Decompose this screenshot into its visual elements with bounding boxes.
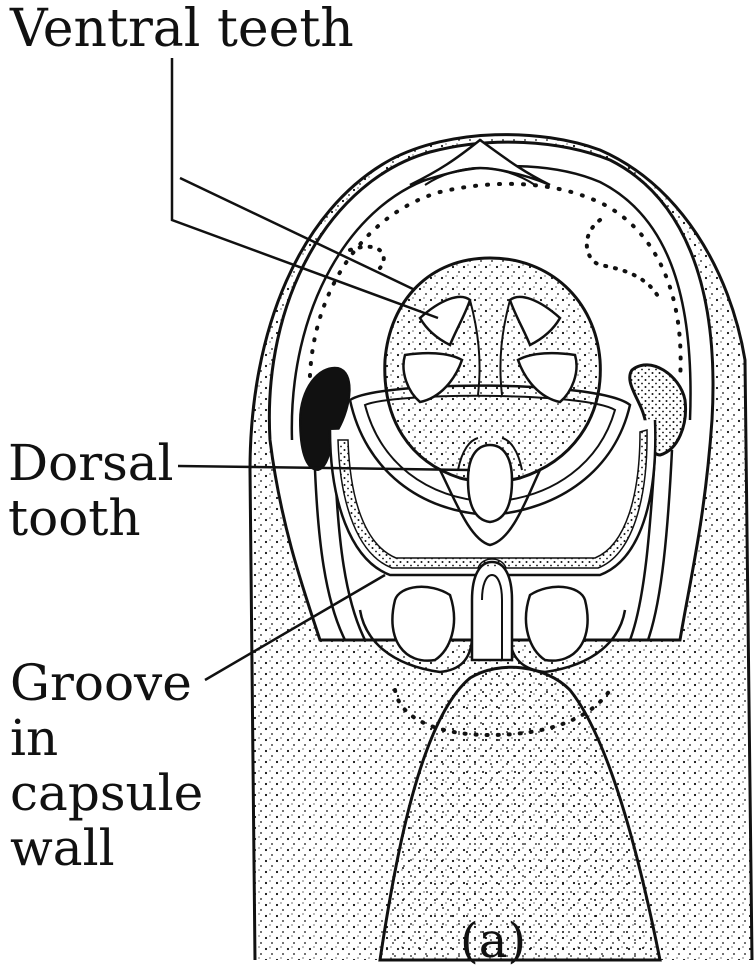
dorsal-tooth-label-line-2: tooth <box>8 491 174 546</box>
groove-label-line-4: wall <box>10 821 203 876</box>
groove-label: Groove in capsule wall <box>10 656 203 876</box>
ventral-teeth-label: Ventral teeth <box>10 2 354 57</box>
esophageal-lumen <box>472 562 512 660</box>
dorsal-tooth-label-line-1: Dorsal <box>8 436 174 491</box>
esophagus-left-lobe <box>392 587 454 661</box>
panel-label: (a) <box>460 914 526 969</box>
dorsal-tooth-label: Dorsal tooth <box>8 436 174 546</box>
groove-label-line-3: capsule <box>10 766 203 821</box>
groove-label-line-1: Groove <box>10 656 203 711</box>
groove-label-line-2: in <box>10 711 203 766</box>
esophagus-right-lobe <box>526 587 588 661</box>
dorsal-tooth <box>468 445 512 522</box>
